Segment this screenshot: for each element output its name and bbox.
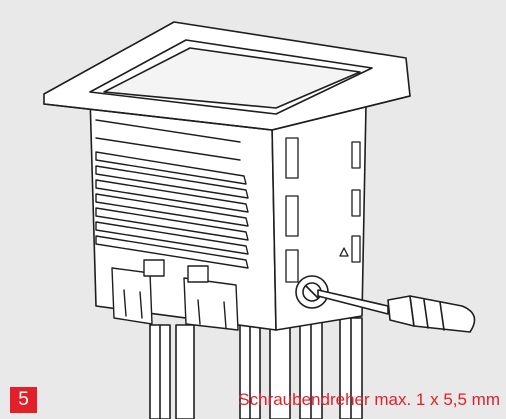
top-cover-lid (103, 47, 361, 109)
front-clips (111, 259, 239, 331)
tool-caption: Schraubendreher max. 1 x 5,5 mm (238, 390, 500, 409)
cable-tubes (149, 317, 363, 419)
front-vents (95, 119, 249, 269)
side-details (285, 137, 361, 283)
step-number-badge: 5 (10, 387, 37, 413)
locking-screw (295, 275, 329, 309)
screwdriver (317, 289, 476, 333)
